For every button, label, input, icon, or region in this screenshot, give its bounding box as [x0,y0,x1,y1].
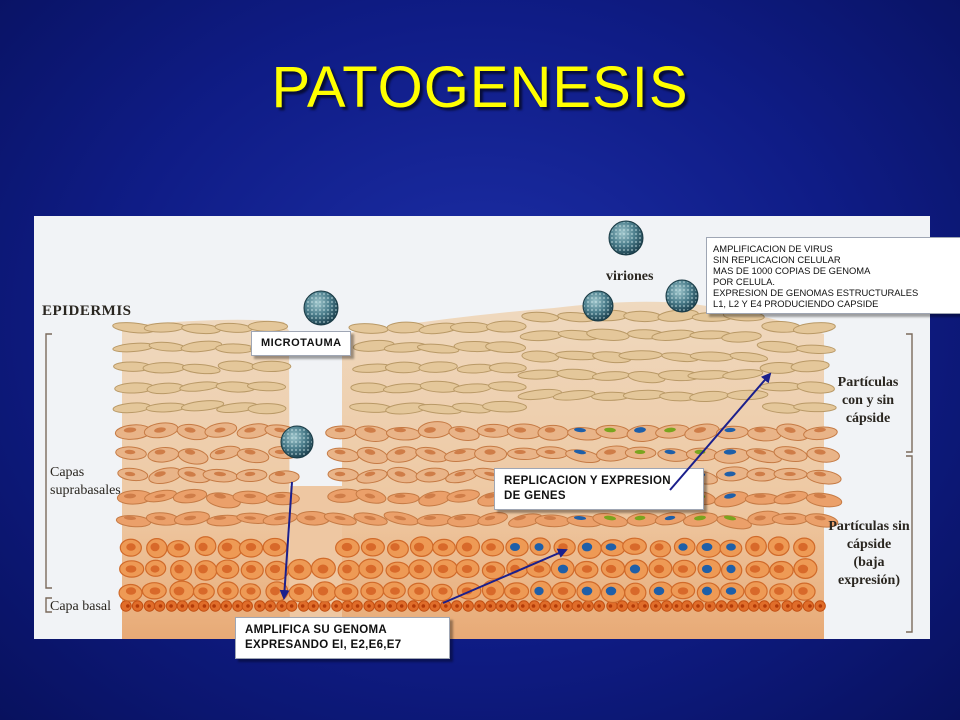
slide-title: PATOGENESIS [271,55,689,120]
virion-particles [280,220,699,459]
layer-brackets [45,333,913,633]
amplify-genome-callout: AMPLIFICA SU GENOMA EXPRESANDO EI, E2,E6… [235,617,450,659]
viriones-label: viriones [606,269,654,284]
replication-callout: REPLICACION Y EXPRESION DE GENES [494,468,704,510]
epidermis-label: EPIDERMIS [42,303,132,319]
basal-label: Capa basal [50,599,112,614]
particles-without-label: Partículas sin cápside (baja expresión) [828,519,910,588]
microtrauma-callout: MICROTAUMA [251,331,351,356]
virus-amplification-callout: AMPLIFICACION DE VIRUS SIN REPLICACION C… [706,237,960,314]
cell-layers [112,309,843,612]
suprabasal-label: Capas suprabasales [50,465,121,498]
particles-with-without-label: Partículas con y sin cápside [837,375,899,426]
